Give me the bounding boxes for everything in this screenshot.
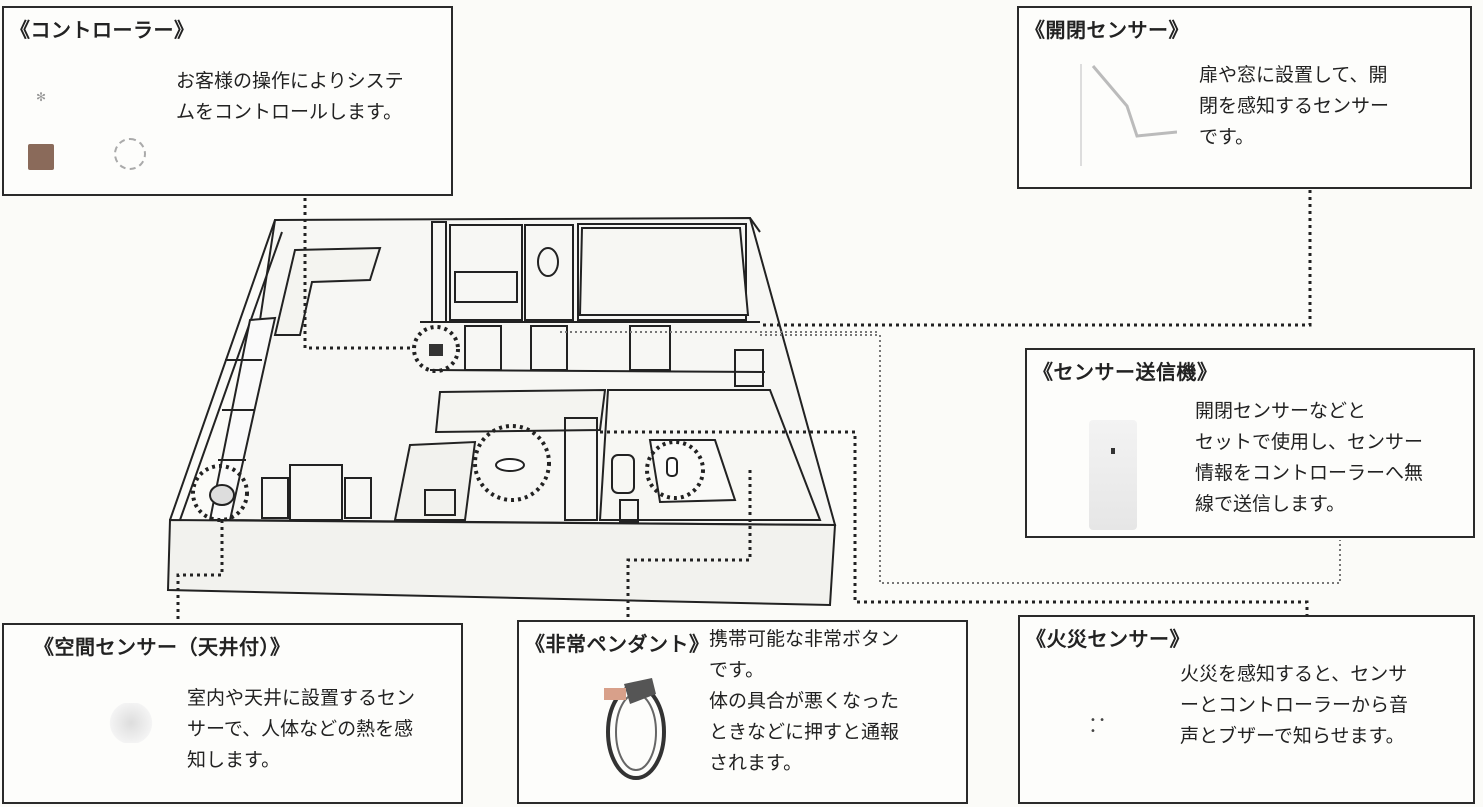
controller-title: 《コントローラー》: [10, 18, 195, 42]
pendant-description: 携帯可能な非常ボタン です。 体の具合が悪くなった ときなどに押すと通報 されま…: [709, 628, 900, 774]
fire-sensor-photo: • • •: [1090, 715, 1105, 737]
space-sensor-panel: 《空間センサー（天井付）》 室内や天井に設置するセン サーで、人体などの熱を感 …: [2, 623, 463, 804]
line-pendant: [626, 470, 752, 625]
bed: [648, 439, 737, 504]
fire-sensor-title: 《火災センサー》: [1026, 627, 1190, 651]
highlight-fire-sensor: [473, 424, 551, 502]
line-controller: [303, 135, 414, 350]
controller-panel: 《コントローラー》 ✻ お客様の操作によりシステ ムをコントロールします。: [2, 6, 453, 196]
line-door-sensor: [760, 155, 1312, 327]
controller-photo: ✻: [22, 78, 157, 188]
door-sensor-panel: 《開閉センサー》 扉や窓に設置して、開 閉を感知するセンサー です。: [1017, 6, 1472, 189]
space-sensor-title: 《空間センサー（天井付）》: [34, 635, 291, 659]
dining-table: [289, 464, 343, 521]
center-partition: [434, 388, 607, 434]
highlight-pendant: [645, 440, 705, 500]
left-windows: [208, 316, 277, 521]
highlight-space-sensor: [191, 464, 249, 522]
controller-description: お客様の操作によりシステ ムをコントロールします。: [176, 70, 404, 123]
space-sensor-device-icon: [209, 484, 235, 506]
transmitter-panel: 《センサー送信機》 開閉センサーなどと セットで使用し、センサー 情報をコントロ…: [1025, 348, 1475, 538]
controller-unit-icon: [28, 144, 54, 170]
fire-sensor-panel: 《火災センサー》 • • • 火災を感知すると、センサ ーとコントローラーから音…: [1018, 615, 1475, 804]
space-sensor-description: 室内や天井に設置するセン サーで、人体などの熱を感 知します。: [187, 687, 416, 771]
controller-dial-icon: [114, 138, 146, 170]
sofa: [273, 246, 382, 336]
transmitter-photo: [1089, 420, 1137, 530]
bedroom-top-right: [577, 223, 747, 321]
highlight-controller: [412, 325, 460, 373]
floor-device: [495, 458, 525, 472]
house-front-wall: [166, 518, 837, 607]
space-sensor-photo: [109, 703, 153, 743]
line-space-sensor: [176, 520, 224, 625]
transmitter-description: 開閉センサーなどと セットで使用し、センサー 情報をコントローラーへ無 線で送信…: [1195, 400, 1424, 515]
fire-sensor-description: 火災を感知すると、センサ ーとコントローラーから音 声とブザーで知らせます。: [1180, 663, 1409, 747]
controller-device-icon: [429, 344, 443, 356]
line-transmitter: [760, 334, 1341, 584]
toilet-room: [524, 224, 574, 321]
door-sensor-photo: [1080, 64, 1177, 166]
pendant-photo: [604, 678, 666, 780]
pendant-panel: 《非常ペンダント》 携帯可能な非常ボタン です。 体の具合が悪くなった ときなど…: [517, 620, 968, 804]
pendant-title: 《非常ペンダント》: [525, 632, 710, 656]
door-sensor-title: 《開閉センサー》: [1025, 18, 1189, 42]
transmitter-title: 《センサー送信機》: [1033, 360, 1218, 384]
door-sensor-description: 扉や窓に設置して、開 閉を感知するセンサー です。: [1199, 64, 1390, 148]
bath-room: [449, 224, 523, 321]
line-fire-sensor: [600, 430, 1309, 640]
